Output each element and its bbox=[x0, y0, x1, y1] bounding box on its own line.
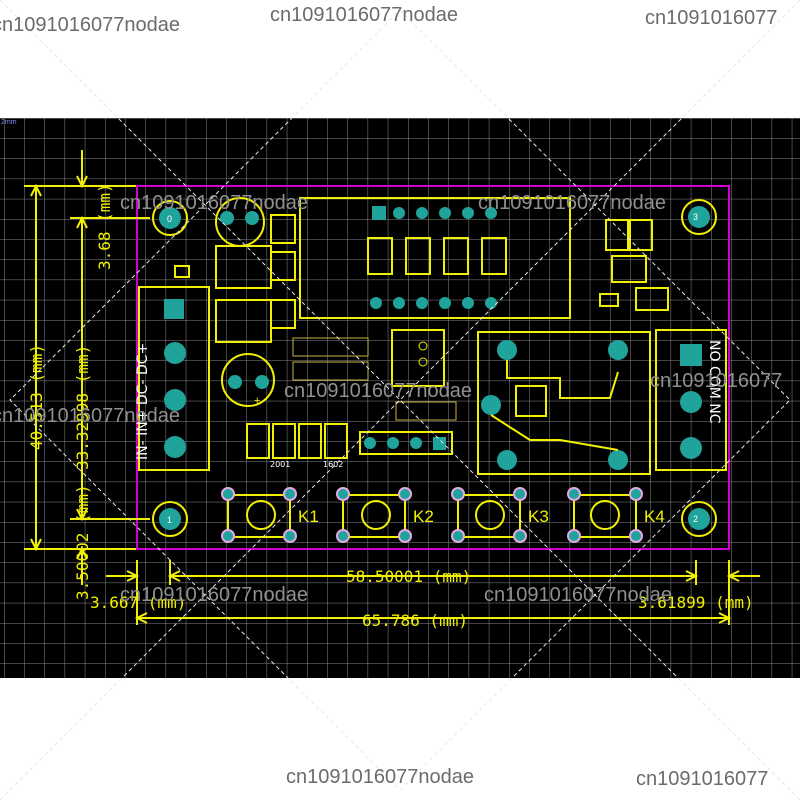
watermark-12: cn1091016077 bbox=[636, 768, 769, 790]
connector-small bbox=[391, 329, 445, 387]
dimension-vertical bbox=[24, 150, 150, 585]
watermark-4: cn1091016077nodae bbox=[120, 192, 308, 214]
label-block-2 bbox=[292, 361, 369, 381]
watermark-5: cn1091016077nodae bbox=[478, 192, 666, 214]
mounting-hole-1: 1 bbox=[152, 501, 188, 537]
relay bbox=[477, 331, 651, 475]
dimension-height-inner: 33.32998 (mm) bbox=[73, 345, 92, 470]
right-terminal-block: NO COM NC bbox=[655, 329, 727, 471]
push-button-k3: K3 bbox=[451, 487, 549, 543]
svg-text:+: + bbox=[254, 395, 260, 407]
watermark-10: cn1091016077nodae bbox=[484, 584, 672, 606]
dimension-width-inner: 58.50001 (mm) bbox=[346, 567, 471, 586]
watermark-7: cn1091016077 bbox=[650, 370, 783, 392]
svg-text:1: 1 bbox=[167, 515, 172, 525]
dimension-height-total: 40.513 (mm) bbox=[27, 344, 46, 450]
resistor-row: 2001 1602 bbox=[246, 423, 348, 469]
dimension-bottom-margin: 3.50002 (mm) bbox=[73, 484, 92, 600]
label-block-3 bbox=[395, 401, 457, 421]
capacitor-electrolytic: + bbox=[221, 353, 275, 407]
push-button-k2: K2 bbox=[336, 487, 434, 543]
header-pins bbox=[359, 431, 453, 455]
watermark-6: cn1091016077nodae bbox=[284, 380, 472, 402]
left-terminal-label: IN- IN+ DC- DC+ bbox=[135, 343, 151, 460]
svg-text:3: 3 bbox=[693, 212, 698, 222]
watermark-9: cn1091016077nodae bbox=[120, 584, 308, 606]
push-button-k1: K1 bbox=[221, 487, 319, 543]
push-button-k4: K4 bbox=[567, 487, 665, 543]
dimension-horizontal bbox=[106, 560, 760, 625]
right-terminal-label: NO COM NC bbox=[706, 340, 722, 424]
svg-text:2: 2 bbox=[693, 514, 698, 524]
component-block-5 bbox=[270, 299, 296, 329]
mounting-hole-0: 0 bbox=[152, 200, 188, 236]
watermark-3: cn1091016077 bbox=[645, 7, 778, 29]
watermark-2: cn1091016077nodae bbox=[270, 4, 458, 26]
svg-text:K1: K1 bbox=[298, 507, 319, 526]
top-right-components bbox=[599, 219, 669, 311]
board-outline bbox=[136, 185, 730, 550]
dimension-top-margin: 3.68 (mm) bbox=[95, 183, 114, 270]
svg-text:K4: K4 bbox=[644, 507, 665, 526]
pad-small-1 bbox=[418, 341, 428, 351]
mounting-hole-3: 3 bbox=[681, 199, 717, 235]
svg-text:K3: K3 bbox=[528, 507, 549, 526]
watermark-8: cn1091016077nodae bbox=[0, 405, 180, 427]
svg-text:1602: 1602 bbox=[323, 460, 343, 469]
svg-text:2001: 2001 bbox=[270, 460, 290, 469]
mounting-hole-2: 2 bbox=[681, 501, 717, 537]
corner-label: 2mm bbox=[1, 119, 17, 126]
ic-pins-bottom bbox=[370, 297, 497, 309]
dimension-left-margin: 3.667 (mm) bbox=[90, 593, 186, 612]
label-block-1 bbox=[292, 337, 369, 357]
dimension-right-margin: 3.61899 (mm) bbox=[638, 593, 754, 612]
ic-pins-top bbox=[372, 206, 497, 220]
watermark-1: cn1091016077nodae bbox=[0, 14, 180, 36]
component-block-4 bbox=[270, 251, 296, 281]
component-block-3 bbox=[270, 214, 296, 244]
watermark-11: cn1091016077nodae bbox=[286, 766, 474, 788]
ic-chip bbox=[299, 197, 571, 319]
dimension-width-total: 65.786 (mm) bbox=[362, 611, 468, 630]
small-pad-component bbox=[174, 265, 190, 278]
pad-small-2 bbox=[418, 357, 428, 367]
svg-text:K2: K2 bbox=[413, 507, 434, 526]
left-terminal-block: IN- IN+ DC- DC+ bbox=[135, 286, 210, 471]
svg-text:0: 0 bbox=[167, 214, 172, 224]
